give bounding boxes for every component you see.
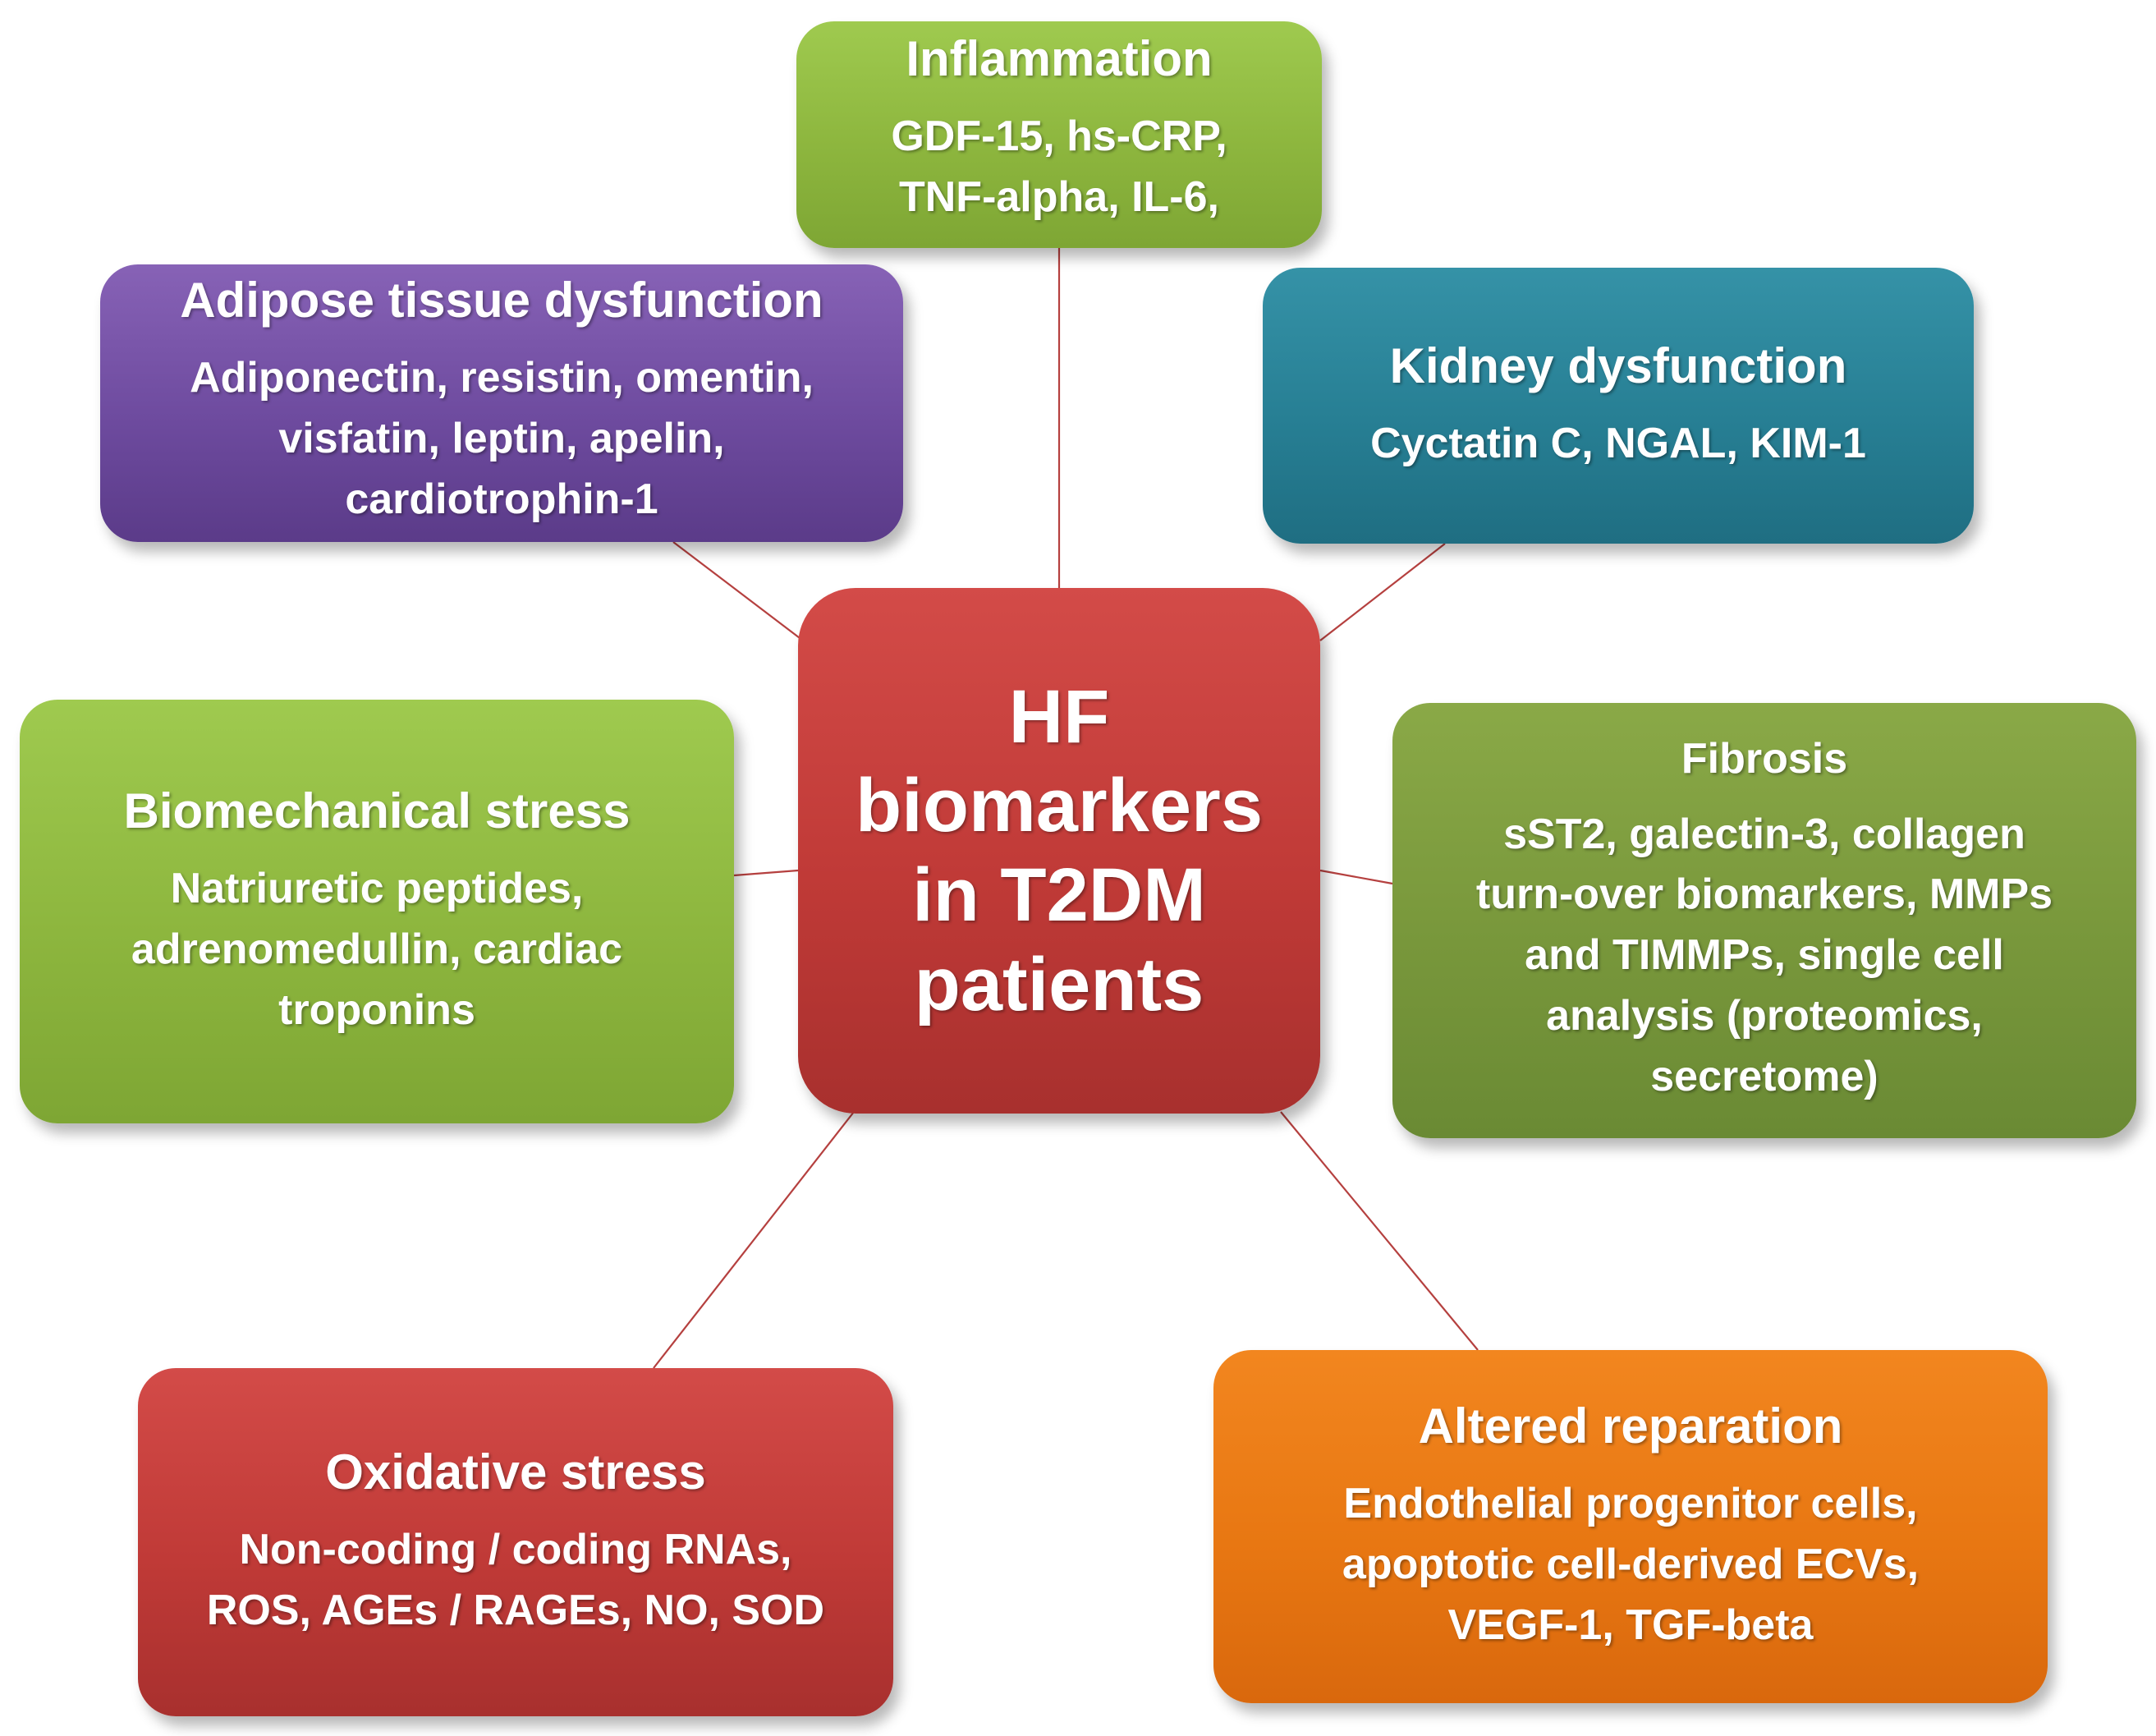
biomechanical-title: Biomechanical stress [123,783,631,839]
connector-adipose [672,541,804,641]
fibrosis-title: Fibrosis [1681,735,1848,783]
reparation-title: Altered reparation [1418,1398,1843,1454]
oxidative-title: Oxidative stress [325,1444,706,1500]
connector-reparation [1280,1111,1479,1351]
kidney-biomarkers: Cyctatin C, NGAL, KIM-1 [1370,420,1866,468]
center-hub-box: HF biomarkers in T2DM patients [798,588,1320,1114]
inflammation-box: Inflammation GDF-15, hs-CRP, TNF-alpha, … [796,21,1322,248]
oxidative-box: Oxidative stress Non-coding / coding RNA… [138,1368,893,1716]
oxidative-biomarkers: Non-coding / coding RNAs, ROS, AGEs / RA… [206,1526,825,1634]
kidney-title: Kidney dysfunction [1389,338,1847,394]
kidney-box: Kidney dysfunction Cyctatin C, NGAL, KIM… [1263,268,1974,544]
fibrosis-box: Fibrosis sST2, galectin-3, collagen turn… [1392,703,2136,1138]
fibrosis-biomarkers: sST2, galectin-3, collagen turn-over bio… [1475,810,2053,1100]
connector-fibrosis [1319,869,1393,885]
connector-kidney [1319,543,1446,641]
adipose-biomarkers: Adiponectin, resistin, omentin, visfatin… [190,354,814,523]
connector-oxidative [653,1111,855,1369]
reparation-biomarkers: Endothelial progenitor cells, apoptotic … [1342,1480,1920,1649]
inflammation-biomarkers: GDF-15, hs-CRP, TNF-alpha, IL-6, [891,113,1227,221]
adipose-title: Adipose tissue dysfunction [180,273,823,328]
biomechanical-biomarkers: Natriuretic peptides, adrenomedullin, ca… [131,865,623,1034]
adipose-box: Adipose tissue dysfunction Adiponectin, … [100,264,903,542]
reparation-box: Altered reparation Endothelial progenito… [1213,1350,2048,1703]
inflammation-title: Inflammation [906,31,1213,86]
center-hub-title: HF biomarkers in T2DM patients [855,674,1264,1026]
connector-biomechanical [733,869,799,877]
biomechanical-box: Biomechanical stress Natriuretic peptide… [20,700,734,1123]
